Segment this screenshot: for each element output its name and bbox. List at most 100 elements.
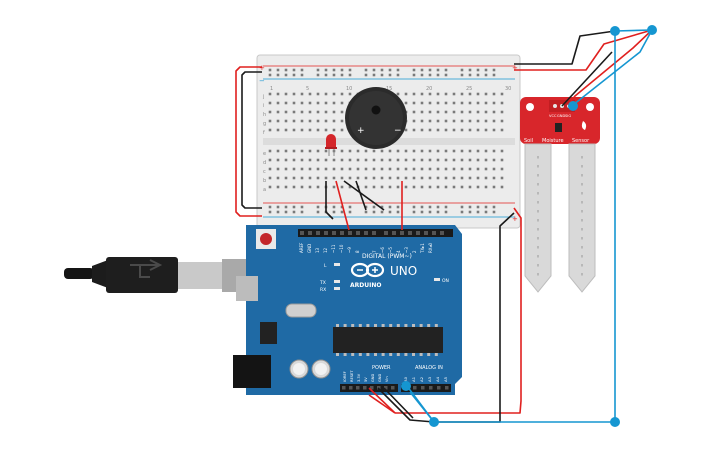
breadboard-hole (284, 92, 288, 96)
rail-hole (476, 73, 480, 77)
row-letter: i (263, 103, 264, 109)
breadboard-hole (492, 101, 496, 105)
row-letter: e (263, 151, 266, 157)
rail-hole (300, 210, 304, 214)
breadboard-hole (276, 119, 280, 123)
breadboard-hole (452, 110, 456, 114)
header-hole (391, 386, 395, 390)
breadboard-hole (444, 110, 448, 114)
rail-hole (316, 210, 320, 214)
breadboard-hole (436, 101, 440, 105)
rail-hole (300, 68, 304, 72)
wire-red (335, 180, 350, 231)
header-hole (384, 386, 388, 390)
rail-hole (436, 68, 440, 72)
sensor-pin (553, 104, 557, 108)
breadboard-hole (396, 167, 400, 171)
breadboard-hole (268, 167, 272, 171)
breadboard-hole (428, 176, 432, 180)
wire-black (383, 387, 414, 419)
breadboard-hole (452, 149, 456, 153)
breadboard-hole (428, 149, 432, 153)
breadboard-hole (492, 92, 496, 96)
digital-pin-labels: AREF GND 13 12 ~11 ~10 ~9 8 7 ~6 ~5 4 ~3… (299, 242, 433, 254)
breadboard-hole (268, 176, 272, 180)
chip-pin (374, 353, 377, 356)
breadboard-hole (388, 176, 392, 180)
rail-hole (468, 210, 472, 214)
breadboard-hole (420, 176, 424, 180)
breadboard-hole (444, 176, 448, 180)
breadboard-hole (284, 119, 288, 123)
breadboard-hole (324, 176, 328, 180)
breadboard-hole (460, 128, 464, 132)
breadboard-hole (292, 92, 296, 96)
reset-button[interactable] (260, 233, 272, 245)
rail-hole (412, 73, 416, 77)
breadboard-hole (412, 158, 416, 162)
breadboard-hole (476, 167, 480, 171)
rail-hole (364, 210, 368, 214)
breadboard-hole (484, 101, 488, 105)
breadboard-hole (404, 149, 408, 153)
probe-trace (581, 255, 583, 258)
wire-bend (401, 381, 411, 391)
power-pin-label: IOREF (343, 371, 347, 382)
rail-hole (300, 205, 304, 209)
on-led-label: ON (442, 278, 449, 284)
breadboard-hole (452, 92, 456, 96)
header-hole (342, 386, 346, 390)
breadboard-hole (396, 149, 400, 153)
rail-hole (468, 73, 472, 77)
breadboard-hole (268, 128, 272, 132)
rail-hole (380, 73, 384, 77)
header-hole (408, 231, 412, 235)
analog-pin-label: A5 (443, 376, 448, 382)
breadboard-hole (428, 128, 432, 132)
breadboard-hole (340, 92, 344, 96)
wire-black (241, 71, 262, 209)
probe-trace (537, 228, 539, 231)
wire-red (395, 207, 522, 414)
breadboard-hole (316, 128, 320, 132)
breadboard-hole (372, 158, 376, 162)
breadboard-hole (324, 149, 328, 153)
breadboard-hole (276, 101, 280, 105)
breadboard-hole (268, 92, 272, 96)
breadboard-hole (484, 176, 488, 180)
probe-trace (537, 201, 539, 204)
row-letter: b (263, 178, 266, 184)
digital-pin-label: 13 (315, 247, 320, 253)
breadboard-hole (340, 101, 344, 105)
header-hole (392, 231, 396, 235)
breadboard-hole (324, 92, 328, 96)
breadboard-hole (460, 167, 464, 171)
breadboard-hole (404, 128, 408, 132)
breadboard-hole (364, 149, 368, 153)
rail-hole (268, 73, 272, 77)
row-letter: d (263, 160, 266, 166)
breadboard-hole (292, 176, 296, 180)
chip-pin (389, 324, 393, 327)
breadboard-hole (428, 101, 432, 105)
breadboard-hole (332, 101, 336, 105)
breadboard-hole (476, 101, 480, 105)
breadboard-hole (452, 101, 456, 105)
breadboard-hole (316, 149, 320, 153)
probe-trace (537, 246, 539, 249)
led-tx-label: TX (319, 280, 326, 286)
chip-pin (412, 324, 415, 327)
rail-hole (340, 205, 344, 209)
chip-pin (427, 353, 431, 356)
breadboard-hole (300, 185, 304, 189)
usb-icon (130, 259, 163, 278)
digital-pin-label: ~3 (404, 247, 409, 253)
chip-pin (336, 324, 339, 327)
rail-hole (436, 205, 440, 209)
rail-hole (372, 68, 376, 72)
header-hole (356, 231, 360, 235)
breadboard-hole (348, 92, 352, 96)
breadboard-hole (476, 92, 480, 96)
board-brand: ARDUINO (350, 282, 381, 289)
header-hole (340, 231, 344, 235)
